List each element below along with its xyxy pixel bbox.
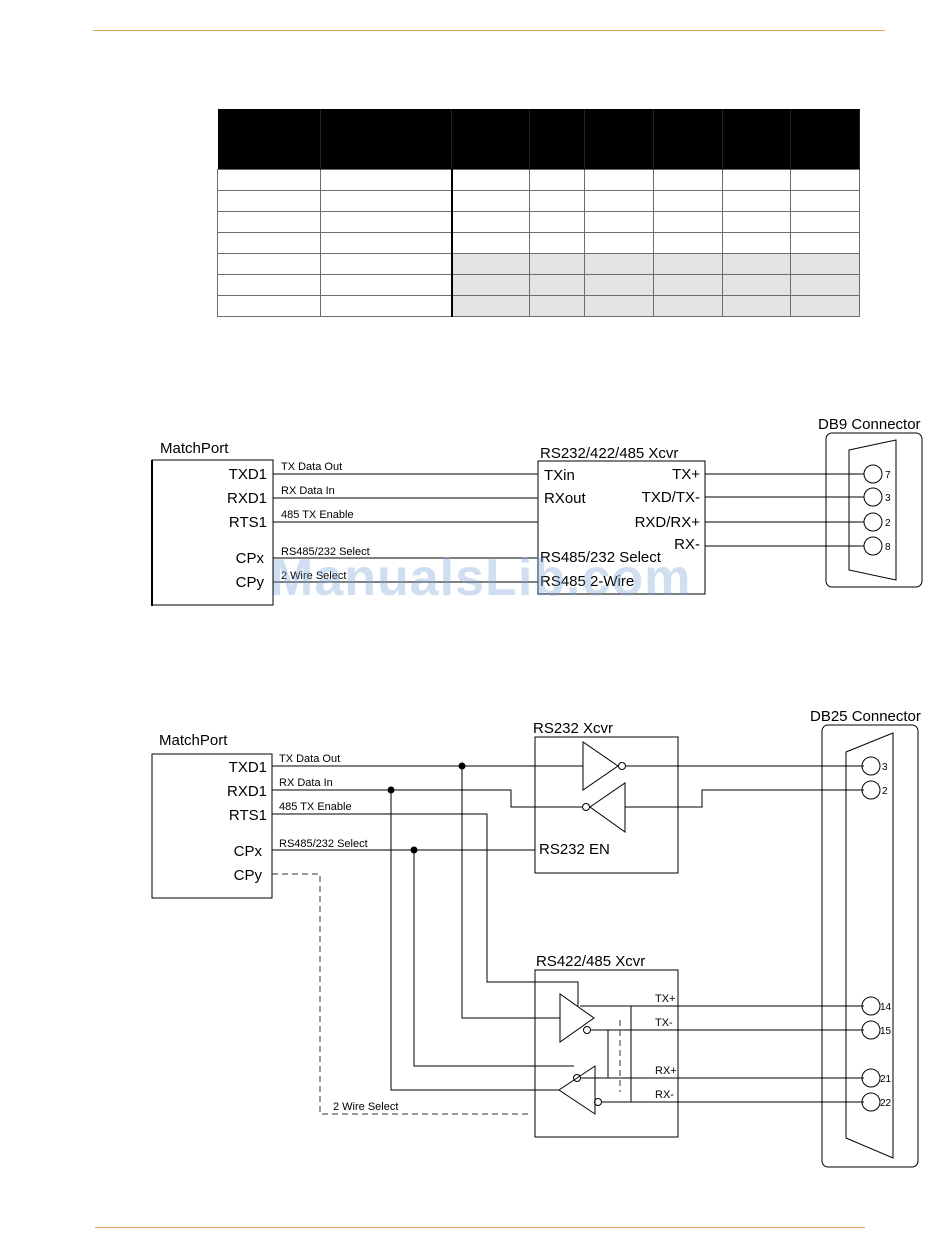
rs422-xcvr-block: [534, 969, 679, 1138]
rs422-rx-minus: RX-: [655, 1089, 674, 1101]
table-row: [217, 232, 860, 254]
pin-rxd1: RXD1: [227, 783, 267, 800]
header-cell: [584, 109, 654, 170]
db9-pin: [863, 464, 883, 484]
table-row: [217, 190, 860, 212]
table-row: [217, 274, 860, 296]
db25-pin-label: 3: [882, 762, 888, 773]
pin-rts1: RTS1: [229, 807, 267, 824]
db9-pin: [863, 512, 883, 532]
db9-pin: [863, 536, 883, 556]
signal-2-wire-select: 2 Wire Select: [333, 1101, 398, 1113]
rs422-tx-plus: TX+: [655, 993, 675, 1005]
rs232-receiver: [589, 782, 626, 833]
db9-pin-label: 7: [885, 470, 891, 481]
db9-connector: [825, 432, 923, 588]
db25-pin-label: 15: [880, 1026, 892, 1037]
junction-dot: [458, 762, 466, 770]
db25-pin: [861, 1092, 881, 1112]
db9-pin: [863, 487, 883, 507]
rs232-xcvr-title: RS232 Xcvr: [533, 720, 613, 737]
pin-cpy: CPy: [234, 867, 263, 884]
signal-rs485-232-select: RS485/232 Select: [279, 838, 368, 850]
db25-pin-label: 2: [882, 786, 888, 797]
matchport-block: [151, 753, 273, 899]
rs232-driver: [582, 741, 619, 791]
pin-rts1: RTS1: [229, 514, 267, 531]
table-header-row: [217, 109, 860, 170]
db25-pin: [861, 1068, 881, 1088]
signal-tx-data-out: TX Data Out: [279, 753, 340, 765]
header-cell: [722, 109, 791, 170]
pin-cpx: CPx: [236, 550, 265, 567]
db25-pin: [861, 1020, 881, 1040]
junction-dot: [387, 786, 395, 794]
top-rule: [93, 30, 885, 31]
db9-shell: [848, 439, 897, 581]
db25-pin: [861, 780, 881, 800]
signal-rs485-232-select: RS485/232 Select: [281, 546, 370, 558]
header-cell: [217, 109, 321, 170]
header-cell: [451, 109, 530, 170]
junction-dot: [410, 846, 418, 854]
db25-shell: [845, 732, 894, 1159]
db9-pin-label: 2: [885, 518, 891, 529]
table-row: [217, 295, 860, 317]
db25-pin-label: 22: [880, 1098, 892, 1109]
db25-pin-label: 21: [880, 1074, 892, 1085]
xcvr-rs485-select: RS485/232 Select: [540, 549, 662, 566]
header-cell: [790, 109, 860, 170]
rs422-receiver: [558, 1065, 596, 1115]
xcvr-rxout: RXout: [544, 490, 587, 507]
pin-txd1: TXD1: [229, 466, 267, 483]
header-cell: [653, 109, 723, 170]
matchport-title: MatchPort: [160, 440, 229, 457]
bottom-rule: [95, 1227, 865, 1228]
matchport-title: MatchPort: [159, 732, 228, 749]
db25-title: DB25 Connector: [810, 708, 921, 725]
rs232-xcvr-block: [534, 736, 679, 874]
watermark-logo: ManualsLib.com: [270, 549, 692, 607]
db25-connector: [821, 724, 919, 1168]
rs232-en-label: RS232 EN: [539, 841, 610, 858]
xcvr-title: RS232/422/485 Xcvr: [540, 445, 678, 462]
db9-title: DB9 Connector: [818, 416, 921, 433]
signal-rx-data-in: RX Data In: [281, 485, 335, 497]
table-row: [217, 169, 860, 191]
header-cell: [320, 109, 452, 170]
xcvr-tx-plus: TX+: [672, 466, 700, 483]
xcvr-rx-minus: RX-: [674, 536, 700, 553]
db9-pin-label: 3: [885, 493, 891, 504]
signal-tx-data-out: TX Data Out: [281, 461, 342, 473]
db25-pin: [861, 996, 881, 1016]
diagram-db25: MatchPort TXD1 RXD1 RTS1 CPx CPy TX Data…: [151, 708, 921, 1168]
header-cell: [529, 109, 585, 170]
rs422-xcvr-title: RS422/485 Xcvr: [536, 953, 645, 970]
pin-table: [217, 109, 860, 317]
signal-485-tx-enable: 485 TX Enable: [279, 801, 352, 813]
db25-pin-label: 14: [880, 1002, 892, 1013]
rs422-tx-minus: TX-: [655, 1017, 673, 1029]
xcvr-block: [537, 460, 706, 595]
signal-rx-data-in: RX Data In: [279, 777, 333, 789]
signal-2-wire-select: 2 Wire Select: [281, 570, 346, 582]
signal-485-tx-enable: 485 TX Enable: [281, 509, 354, 521]
xcvr-rxd-rx-plus: RXD/RX+: [635, 514, 701, 531]
xcvr-txd-tx-minus: TXD/TX-: [642, 489, 700, 506]
table-row: [217, 211, 860, 233]
pin-cpy: CPy: [236, 574, 265, 591]
pin-rxd1: RXD1: [227, 490, 267, 507]
db25-pin: [861, 756, 881, 776]
rs422-rx-plus: RX+: [655, 1065, 677, 1077]
diagram-db9: MatchPort TXD1 RXD1 RTS1 CPx CPy TX Data…: [151, 416, 923, 606]
rs422-driver: [559, 993, 595, 1043]
xcvr-rs485-2wire: RS485 2-Wire: [540, 573, 634, 590]
pin-cpx: CPx: [234, 843, 263, 860]
pin-txd1: TXD1: [229, 759, 267, 776]
xcvr-txin: TXin: [544, 467, 575, 484]
db9-pin-label: 8: [885, 542, 891, 553]
